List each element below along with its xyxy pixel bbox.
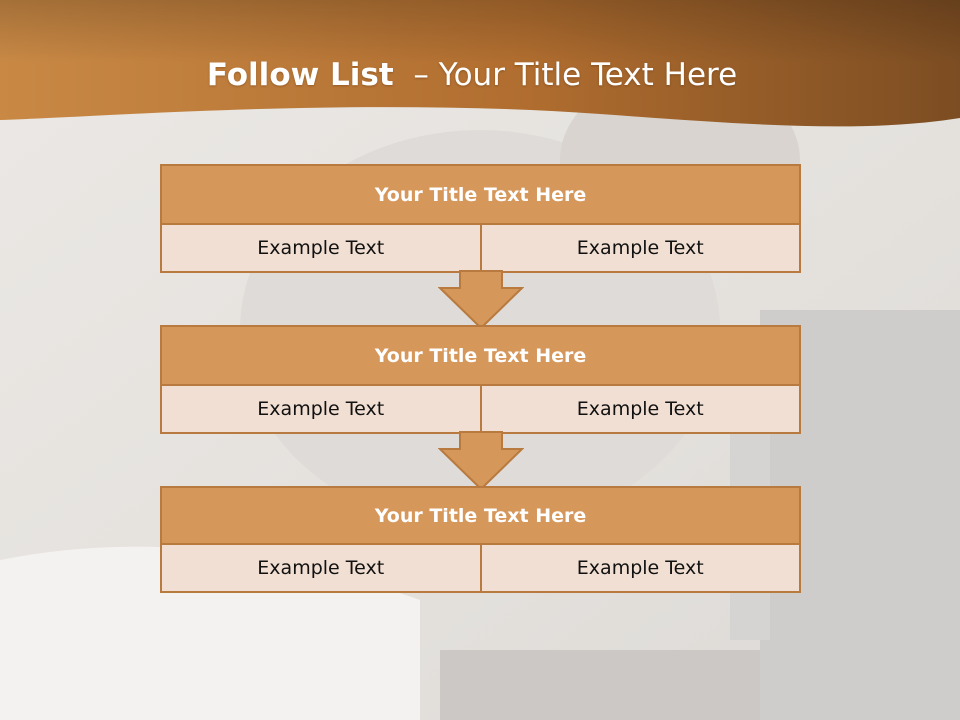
step-cell-left: Example Text <box>257 237 385 259</box>
slide-title: Follow List – Your Title Text Here <box>0 50 944 100</box>
step-cell-right: Example Text <box>479 225 800 271</box>
step-box-2: Your Title Text Here Example Text Exampl… <box>160 325 801 434</box>
step-title: Your Title Text Here <box>162 327 799 386</box>
title-bold: Follow List <box>206 57 394 93</box>
title-rest: – Your Title Text Here <box>393 57 738 93</box>
step-title: Your Title Text Here <box>162 488 799 545</box>
step-cell-right: Example Text <box>479 386 800 432</box>
down-arrow-icon <box>438 270 524 330</box>
step-row: Example Text Example Text <box>162 225 799 271</box>
step-cell-left: Example Text <box>257 557 385 579</box>
step-row: Example Text Example Text <box>162 545 799 591</box>
step-box-3: Your Title Text Here Example Text Exampl… <box>160 486 801 593</box>
step-box-1: Your Title Text Here Example Text Exampl… <box>160 164 801 273</box>
down-arrow-icon <box>438 431 524 491</box>
header-banner <box>0 0 960 127</box>
step-cell-right: Example Text <box>479 545 800 591</box>
step-title: Your Title Text Here <box>162 166 799 225</box>
step-cell-left: Example Text <box>257 398 385 420</box>
step-row: Example Text Example Text <box>162 386 799 432</box>
